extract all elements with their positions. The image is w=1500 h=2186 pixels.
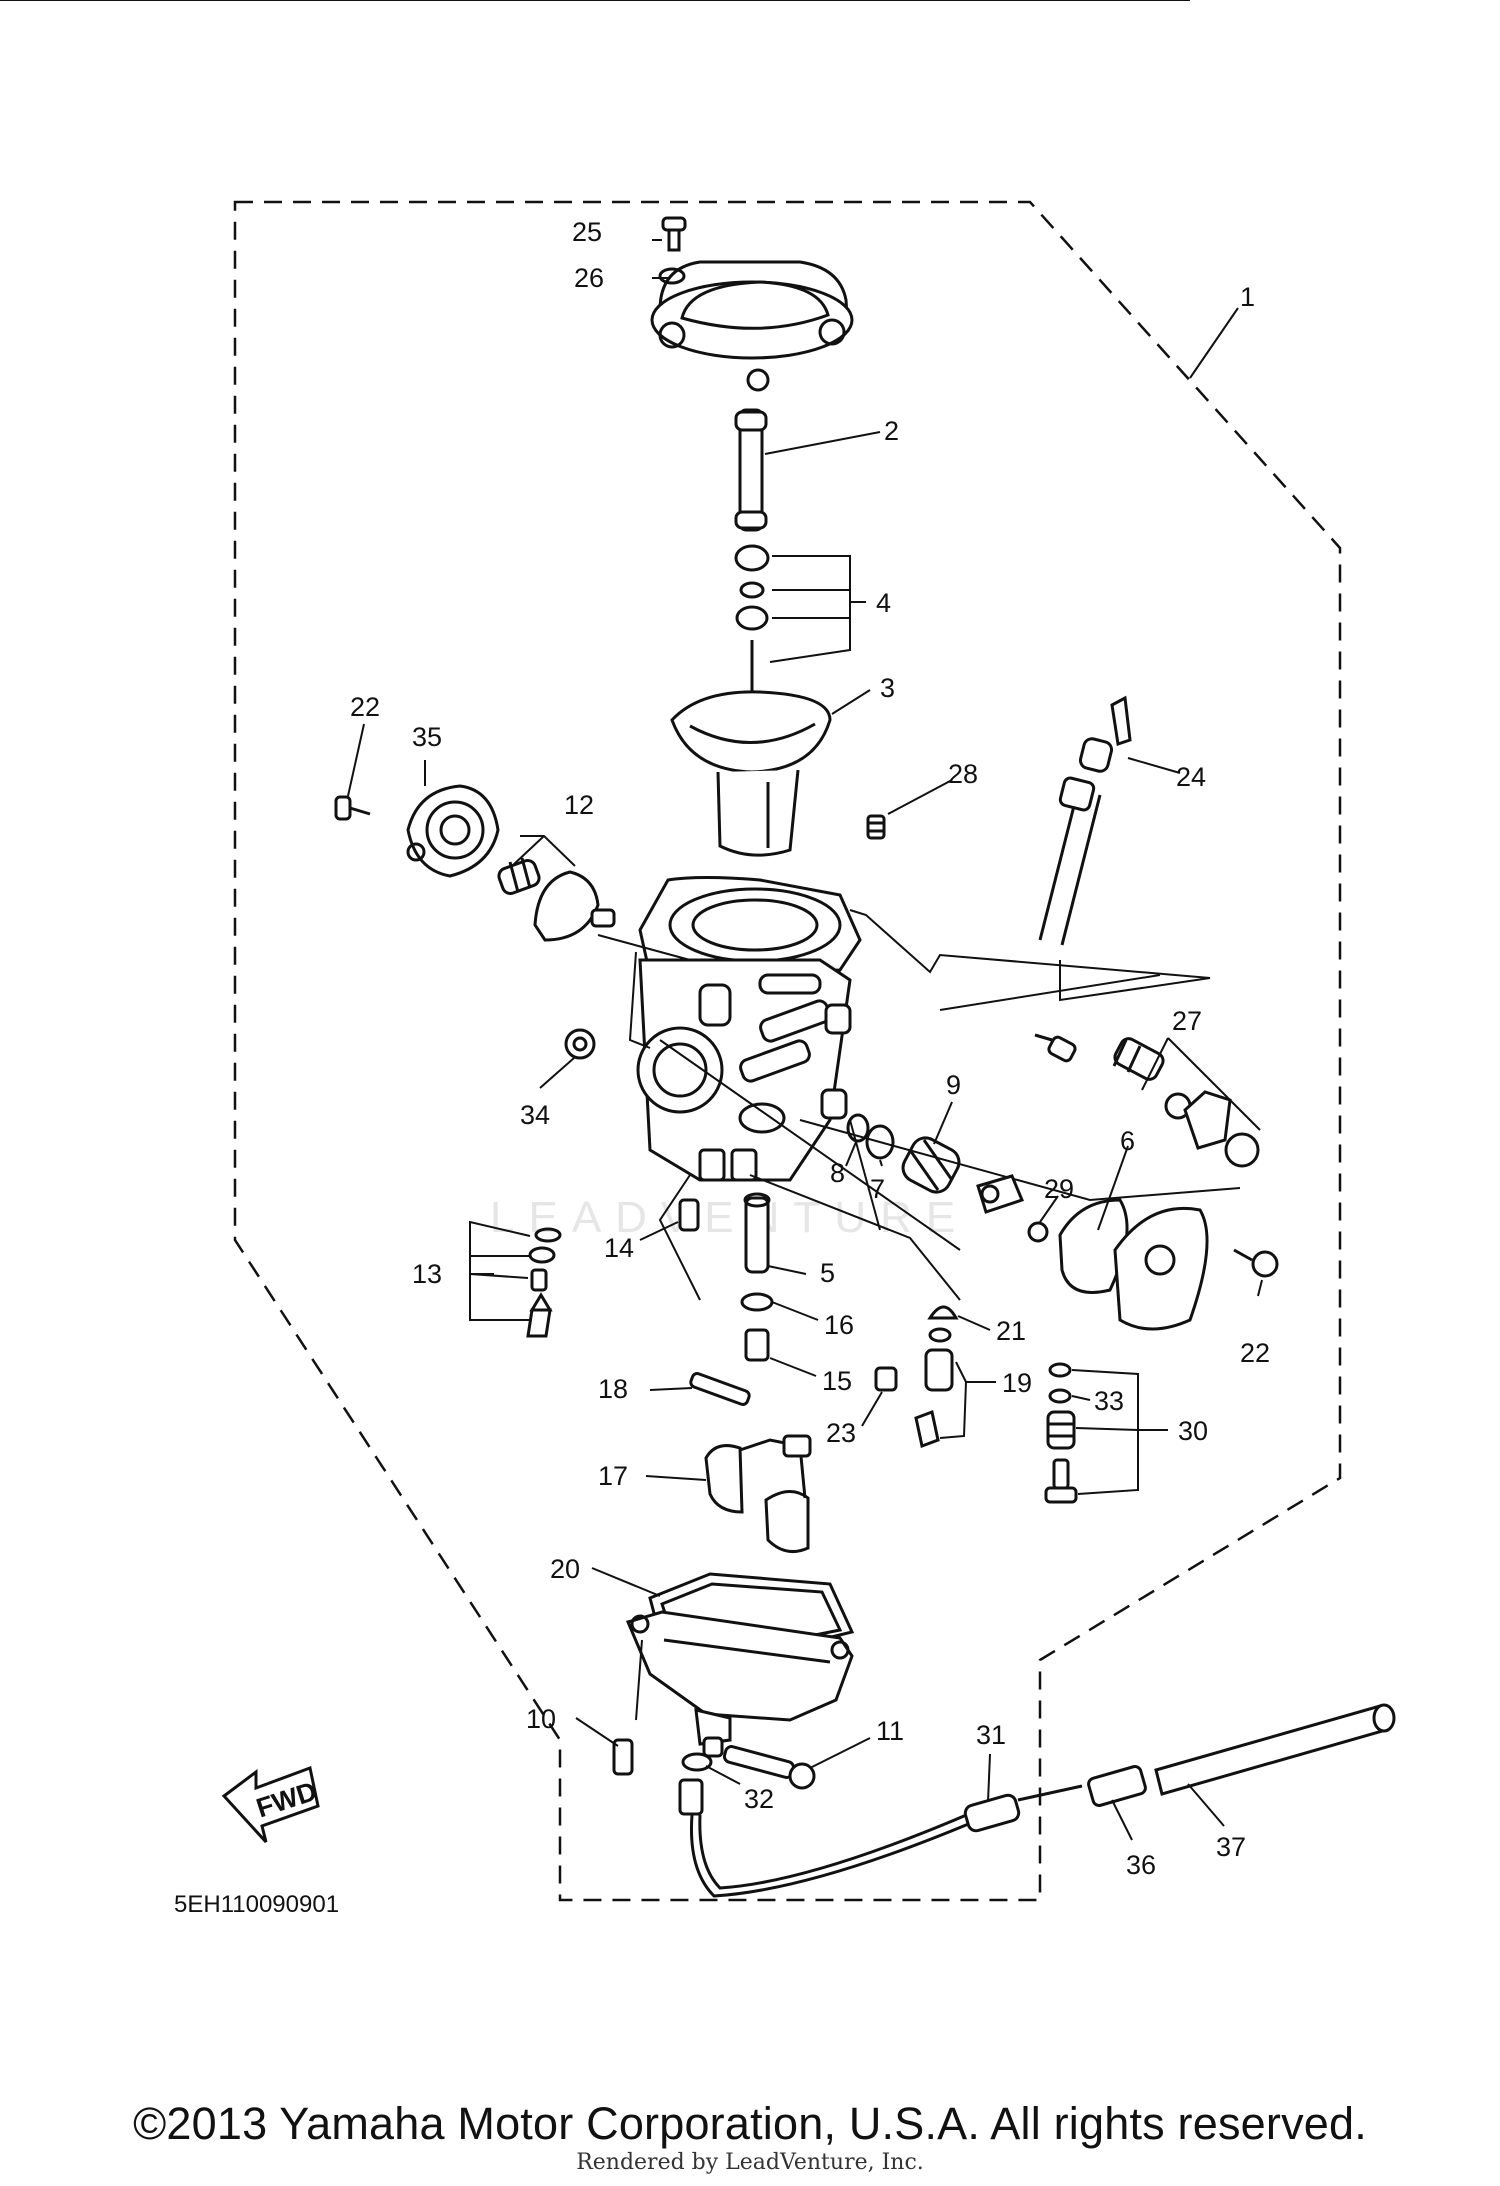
callout-30: 30 xyxy=(1178,1416,1208,1446)
callout-17: 17 xyxy=(598,1461,628,1491)
jet-needle xyxy=(734,408,768,532)
accelerator-pump-cover xyxy=(406,784,500,878)
callout-33: 33 xyxy=(1094,1386,1124,1416)
callout-25: 25 xyxy=(572,217,602,247)
carburetor-cap xyxy=(650,260,854,392)
callout-14: 14 xyxy=(604,1233,634,1263)
drain-tube xyxy=(1154,1703,1396,1796)
assembly-boundary xyxy=(233,200,1342,1902)
rendered-by-notice: Rendered by LeadVenture, Inc. xyxy=(576,2150,924,2175)
piston-diaphragm xyxy=(670,690,832,857)
float-bowl xyxy=(625,1610,854,1758)
hose-clamp xyxy=(681,1752,713,1772)
needle-clip-set xyxy=(734,544,770,730)
callout-8: 8 xyxy=(830,1158,845,1188)
small-spring xyxy=(866,814,886,840)
callout-9: 9 xyxy=(946,1070,961,1100)
cap-washer xyxy=(658,267,686,285)
callout-35: 35 xyxy=(412,722,442,752)
washer xyxy=(846,1113,870,1143)
drain-screw-set xyxy=(1044,1410,1078,1504)
forward-arrow-icon: FWD xyxy=(221,1765,320,1844)
main-jet xyxy=(744,1328,770,1362)
needle-jet xyxy=(743,1192,771,1274)
callout-19: 19 xyxy=(1002,1368,1032,1398)
bowl-drain-screw xyxy=(722,1745,816,1790)
cover-screw-right xyxy=(1233,1248,1279,1278)
o-ring xyxy=(865,1124,895,1160)
callout-16: 16 xyxy=(824,1310,854,1340)
drain-hose xyxy=(678,1778,1021,1898)
diagram-code: 5EH110090901 xyxy=(174,1891,339,1918)
cover-screw-left xyxy=(334,795,371,821)
callout-1: 1 xyxy=(1240,282,1255,312)
callout-7: 7 xyxy=(870,1174,885,1204)
small-screw xyxy=(1027,1221,1049,1243)
callout-13: 13 xyxy=(412,1259,442,1289)
callout-28: 28 xyxy=(948,759,978,789)
callout-11: 11 xyxy=(876,1716,904,1746)
float xyxy=(704,1434,812,1554)
callout-2: 2 xyxy=(884,416,899,446)
callout-numbers: 1 2 3 4 5 6 7 8 9 10 11 12 13 14 15 16 1… xyxy=(350,217,1270,1880)
callout-31: 31 xyxy=(976,1720,1006,1750)
callout-32: 32 xyxy=(744,1784,774,1814)
starter-jet xyxy=(678,1198,700,1232)
callout-leaders xyxy=(347,239,1263,1841)
float-pin xyxy=(689,1372,751,1406)
callout-15: 15 xyxy=(822,1366,852,1396)
rubber-cap xyxy=(927,1305,959,1320)
callout-27: 27 xyxy=(1172,1006,1202,1036)
cap-screw xyxy=(661,216,687,252)
pilot-screw-set xyxy=(1034,1033,1260,1168)
watermark: LEADVENTURE xyxy=(490,1193,969,1242)
needle-jet-washer xyxy=(740,1292,774,1312)
nut xyxy=(564,1028,596,1060)
callout-20: 20 xyxy=(550,1554,580,1584)
callout-22-left: 22 xyxy=(350,692,380,722)
throttle-stop-bracket xyxy=(976,1174,1025,1214)
carburetor-body xyxy=(636,876,862,1182)
callout-10: 10 xyxy=(526,1704,556,1734)
callout-5: 5 xyxy=(820,1258,835,1288)
callout-21: 21 xyxy=(996,1316,1026,1346)
copyright-notice: ©2013 Yamaha Motor Corporation, U.S.A. A… xyxy=(133,2098,1367,2149)
callout-34: 34 xyxy=(520,1100,550,1130)
callout-12: 12 xyxy=(564,790,594,820)
coasting-enricher-cover xyxy=(1113,1206,1209,1331)
callout-36: 36 xyxy=(1126,1850,1156,1880)
callout-29: 29 xyxy=(1044,1174,1074,1204)
callout-26: 26 xyxy=(574,263,604,293)
callout-18: 18 xyxy=(598,1374,628,1404)
callout-37: 37 xyxy=(1216,1832,1246,1862)
callout-24: 24 xyxy=(1176,762,1206,792)
callout-4: 4 xyxy=(876,588,891,618)
pilot-jet-set xyxy=(526,1227,562,1338)
callout-6: 6 xyxy=(1120,1126,1135,1156)
hose-joint xyxy=(1087,1765,1147,1807)
pump-spring xyxy=(497,857,541,895)
pump-diaphragm xyxy=(533,870,616,942)
vent-tube xyxy=(1038,695,1132,946)
callout-3: 3 xyxy=(880,673,895,703)
coil-spring xyxy=(901,1136,961,1194)
valve-seat xyxy=(874,1366,898,1392)
callout-22-right: 22 xyxy=(1240,1338,1270,1368)
callout-23: 23 xyxy=(826,1418,856,1448)
drain-o-ring xyxy=(1048,1362,1072,1404)
bowl-screw xyxy=(612,1738,634,1776)
float-needle-valve xyxy=(914,1327,954,1449)
